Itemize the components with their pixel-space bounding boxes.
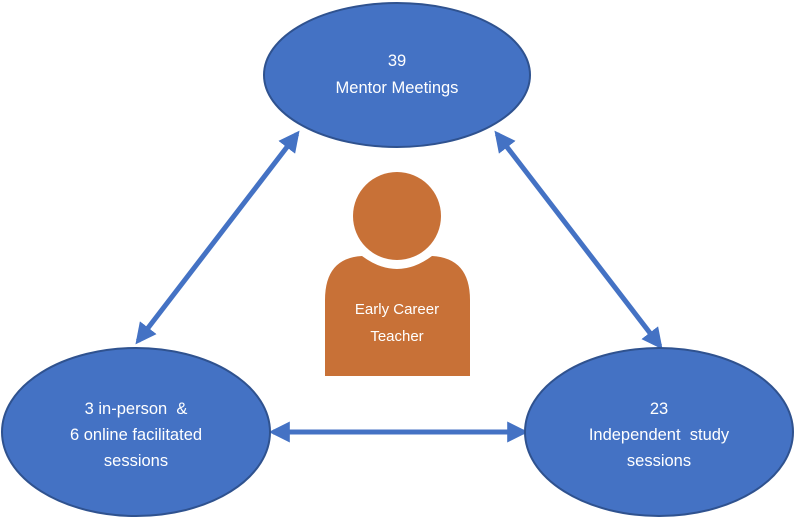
node-facilitated-sessions-line-2: 6 online facilitated [70,426,202,444]
node-mentor-meetings-line-2: Mentor Meetings [336,79,459,97]
arrow-top-right [494,130,663,350]
person-head [353,172,441,260]
node-independent-study-line-2: Independent study [589,426,730,444]
person-label-line-1: Early Career [355,301,439,318]
person-icon: Early Career Teacher [325,172,470,376]
person-label-line-2: Teacher [370,328,423,345]
node-facilitated-sessions-line-1: 3 in-person & [85,400,188,418]
node-facilitated-sessions-line-3: sessions [104,452,168,470]
person-body [325,256,470,376]
node-mentor-meetings-line-1: 39 [388,52,406,70]
node-mentor-meetings: 39 Mentor Meetings [263,2,531,148]
node-facilitated-sessions-shape [1,347,271,517]
node-facilitated-sessions: 3 in-person & 6 online facilitated sessi… [1,347,271,517]
node-independent-study: 23 Independent study sessions [524,347,794,517]
arrow-top-left [135,130,300,345]
node-mentor-meetings-shape [263,2,531,148]
node-independent-study-shape [524,347,794,517]
node-independent-study-line-3: sessions [627,452,691,470]
node-independent-study-line-1: 23 [650,400,668,418]
